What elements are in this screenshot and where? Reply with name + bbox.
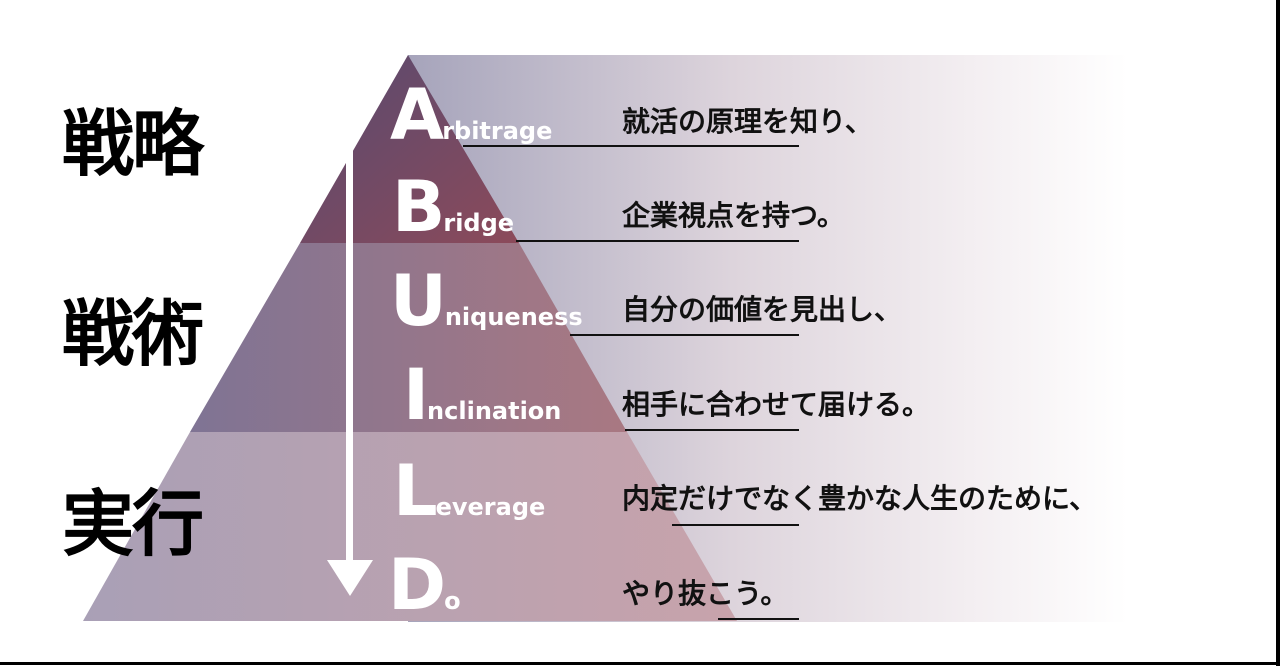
category-tactics: 戦術: [62, 292, 204, 376]
underline-5: [672, 524, 799, 526]
underline-2: [516, 240, 799, 242]
description-uniqueness: 自分の価値を見出し、: [622, 293, 903, 326]
description-leverage: 内定だけでなく豊かな人生のために、: [622, 482, 1098, 515]
description-bridge: 企業視点を持つ。: [622, 199, 845, 232]
acronym-word-uniqueness: Uniqueness: [390, 260, 583, 342]
underline-3: [570, 334, 799, 336]
description-do: やり抜こう。: [622, 577, 789, 610]
tier-tactics: [190, 243, 627, 432]
acronym-word-inclination: Inclination: [403, 354, 562, 436]
tier-execution: [83, 432, 737, 621]
acronym-word-arbitrage: Arbitrage: [390, 74, 553, 156]
category-strategy: 戦略: [62, 102, 204, 186]
acronym-word-do: Do: [388, 544, 461, 626]
tier-strategy: [300, 55, 519, 243]
acronym-word-leverage: Leverage: [393, 450, 546, 532]
underline-6: [718, 618, 799, 620]
acronym-word-bridge: Bridge: [392, 166, 515, 248]
description-inclination: 相手に合わせて届ける。: [622, 388, 931, 421]
frame-border-right: [1276, 0, 1280, 666]
underline-1: [463, 145, 799, 147]
category-execution: 実行: [62, 482, 204, 566]
underline-4: [625, 429, 799, 431]
flow-arrow-icon: [327, 146, 373, 596]
description-arbitrage: 就活の原理を知り、: [622, 105, 873, 138]
frame-border-bottom: [0, 662, 1280, 665]
